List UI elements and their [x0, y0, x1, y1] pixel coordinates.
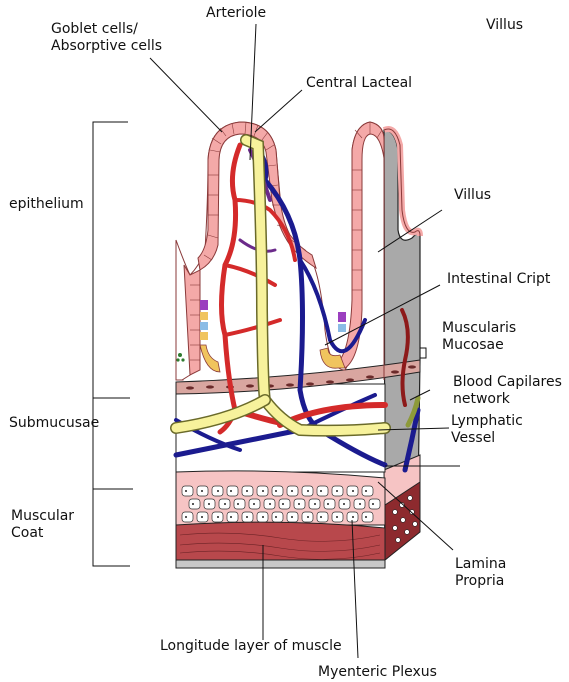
muscularis-bracket: [420, 348, 426, 358]
label-arteriole-title: Arteriole: [206, 5, 266, 22]
layer-brackets: [93, 122, 133, 566]
cell-nucleus: [291, 516, 293, 518]
cell-nucleus: [352, 490, 354, 492]
label-muscularis-mucosae: Muscularis Mucosae: [442, 320, 516, 354]
cell-nucleus: [230, 516, 232, 518]
submucosa-cell: [272, 512, 283, 522]
submucosa-cell: [227, 512, 238, 522]
cell-nucleus: [275, 490, 277, 492]
cell-nucleus: [208, 503, 210, 505]
cell-nucleus: [298, 503, 300, 505]
cell-nucleus: [307, 490, 309, 492]
submucosa-cell: [189, 499, 200, 509]
cell-nucleus: [237, 503, 239, 505]
cell-nucleus: [291, 490, 293, 492]
submucosa-cell: [369, 499, 380, 509]
cell-nucleus: [230, 490, 232, 492]
label-blood-capilares-network: Blood Capilares network: [453, 374, 562, 408]
cell-nucleus: [282, 503, 284, 505]
cell-nucleus: [217, 516, 219, 518]
submucosa-cell: [362, 486, 373, 496]
cell-nucleus: [192, 503, 194, 505]
label-central-lacteal: Central Lacteal: [306, 75, 412, 92]
cell-nucleus: [275, 516, 277, 518]
cell-nucleus: [262, 516, 264, 518]
cell-nucleus: [372, 503, 374, 505]
submucosa-cell: [317, 512, 328, 522]
cell-nucleus: [336, 516, 338, 518]
label-lamina-propria: Lamina Propria: [455, 556, 506, 590]
label-epithelium: epithelium: [9, 196, 84, 213]
cell-nucleus: [320, 490, 322, 492]
submucosa-cell: [279, 499, 290, 509]
cell-nucleus: [269, 503, 271, 505]
cell-nucleus: [201, 490, 203, 492]
submucosa-cell: [182, 512, 193, 522]
label-muscular-coat: Muscular Coat: [11, 508, 74, 542]
submucosa-cell: [362, 512, 373, 522]
cell-nucleus: [224, 503, 226, 505]
label-villus-top: Villus: [486, 17, 523, 34]
submucosa-cells: [182, 486, 380, 522]
cell-nucleus: [253, 503, 255, 505]
cell-nucleus: [359, 503, 361, 505]
label-longitude-layer: Longitude layer of muscle: [160, 638, 342, 655]
submucosa-cell: [324, 499, 335, 509]
cell-nucleus: [185, 490, 187, 492]
submucosa-cell: [317, 486, 328, 496]
cell-nucleus: [201, 516, 203, 518]
cell-nucleus: [343, 503, 345, 505]
cell-nucleus: [246, 490, 248, 492]
cell-nucleus: [352, 516, 354, 518]
cell-nucleus: [262, 490, 264, 492]
cell-nucleus: [246, 516, 248, 518]
submucosa-cell: [272, 486, 283, 496]
label-goblet-absorptive-cells: Goblet cells/ Absorptive cells: [51, 21, 162, 55]
cell-nucleus: [365, 516, 367, 518]
cell-nucleus: [365, 490, 367, 492]
label-myenteric-plexus: Myenteric Plexus: [318, 664, 437, 681]
submucosa-cell: [182, 486, 193, 496]
label-villus: Villus: [454, 187, 491, 204]
cell-nucleus: [327, 503, 329, 505]
cell-nucleus: [336, 490, 338, 492]
submucosa-cell: [234, 499, 245, 509]
label-intestinal-cript: Intestinal Cript: [447, 271, 550, 288]
submucosa-cell: [227, 486, 238, 496]
label-submucusae: Submucusae: [9, 415, 99, 432]
cell-nucleus: [320, 516, 322, 518]
label-lymphatic-vessel: Lymphatic Vessel: [451, 413, 523, 447]
cell-nucleus: [307, 516, 309, 518]
cell-nucleus: [314, 503, 316, 505]
cell-nucleus: [217, 490, 219, 492]
cell-nucleus: [185, 516, 187, 518]
